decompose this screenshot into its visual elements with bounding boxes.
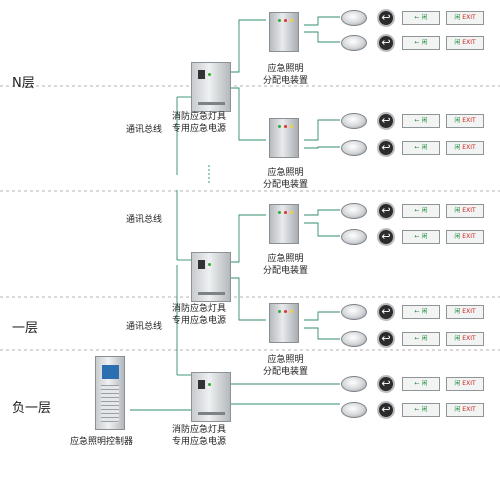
direction-sign-icon: ← 闲 — [402, 377, 440, 391]
exit-symbol-icon: ↩ — [377, 34, 395, 52]
direction-sign-icon: ← 闲 — [402, 230, 440, 244]
exit-symbol-icon: ↩ — [377, 330, 395, 348]
direction-sign-icon: ← 闲 — [402, 141, 440, 155]
distribution-box-4 — [269, 303, 299, 343]
exit-symbol-icon: ↩ — [377, 9, 395, 27]
controller-label: 应急照明控制器 — [70, 437, 134, 447]
distribution-label-4: 应急照明分配电装置 — [263, 355, 309, 377]
distribution-label-1: 应急照明分配电装置 — [263, 64, 309, 86]
bus-label-middle: 通讯总线 — [126, 215, 163, 225]
power-unit-label-basement: 消防应急灯具专用应急电源 — [172, 425, 227, 447]
exit-sign-icon: 闲 EXIT — [446, 114, 484, 128]
exit-sign-icon: 闲 EXIT — [446, 332, 484, 346]
exit-symbol-icon: ↩ — [377, 228, 395, 246]
direction-sign-icon: ← 闲 — [402, 305, 440, 319]
exit-sign-icon: 闲 EXIT — [446, 36, 484, 50]
power-unit-label-n: 消防应急灯具专用应急电源 — [172, 112, 227, 134]
direction-sign-icon: ← 闲 — [402, 114, 440, 128]
floor-label-n: N层 — [12, 76, 35, 91]
direction-sign-icon: ← 闲 — [402, 332, 440, 346]
emergency-lamp-icon — [341, 402, 367, 418]
emergency-lighting-controller — [95, 356, 125, 430]
bus-label-upper: 通讯总线 — [126, 125, 163, 135]
emergency-power-unit-basement — [191, 372, 231, 422]
exit-sign-icon: 闲 EXIT — [446, 403, 484, 417]
exit-sign-icon: 闲 EXIT — [446, 141, 484, 155]
exit-sign-icon: 闲 EXIT — [446, 204, 484, 218]
exit-symbol-icon: ↩ — [377, 202, 395, 220]
distribution-label-2: 应急照明分配电装置 — [263, 168, 309, 190]
exit-symbol-icon: ↩ — [377, 139, 395, 157]
exit-symbol-icon: ↩ — [377, 112, 395, 130]
floor-divider-lines — [0, 85, 500, 351]
emergency-lamp-icon — [341, 229, 367, 245]
emergency-lamp-icon — [341, 10, 367, 26]
emergency-power-unit-n — [191, 62, 231, 112]
bus-label-lower: 通讯总线 — [126, 322, 163, 332]
emergency-lamp-icon — [341, 331, 367, 347]
emergency-lamp-icon — [341, 203, 367, 219]
distribution-box-1 — [269, 12, 299, 52]
lamp-branch-lines — [304, 16, 340, 340]
distribution-box-2 — [269, 118, 299, 158]
communication-bus-lines — [130, 96, 210, 411]
exit-symbol-icon: ↩ — [377, 401, 395, 419]
exit-sign-icon: 闲 EXIT — [446, 377, 484, 391]
emergency-power-unit-first — [191, 252, 231, 302]
distribution-label-3: 应急照明分配电装置 — [263, 254, 309, 276]
emergency-lamp-icon — [341, 376, 367, 392]
exit-sign-icon: 闲 EXIT — [446, 230, 484, 244]
emergency-lamp-icon — [341, 113, 367, 129]
direction-sign-icon: ← 闲 — [402, 204, 440, 218]
emergency-lamp-icon — [341, 140, 367, 156]
direction-sign-icon: ← 闲 — [402, 403, 440, 417]
power-unit-label-first: 消防应急灯具专用应急电源 — [172, 304, 227, 326]
exit-symbol-icon: ↩ — [377, 303, 395, 321]
direction-sign-icon: ← 闲 — [402, 11, 440, 25]
direction-sign-icon: ← 闲 — [402, 36, 440, 50]
power-feed-lines — [231, 19, 340, 405]
emergency-lamp-icon — [341, 35, 367, 51]
exit-symbol-icon: ↩ — [377, 375, 395, 393]
distribution-box-3 — [269, 204, 299, 244]
exit-sign-icon: 闲 EXIT — [446, 11, 484, 25]
emergency-lamp-icon — [341, 304, 367, 320]
floor-label-basement: 负一层 — [12, 401, 52, 416]
exit-sign-icon: 闲 EXIT — [446, 305, 484, 319]
floor-label-first: 一层 — [12, 321, 39, 336]
